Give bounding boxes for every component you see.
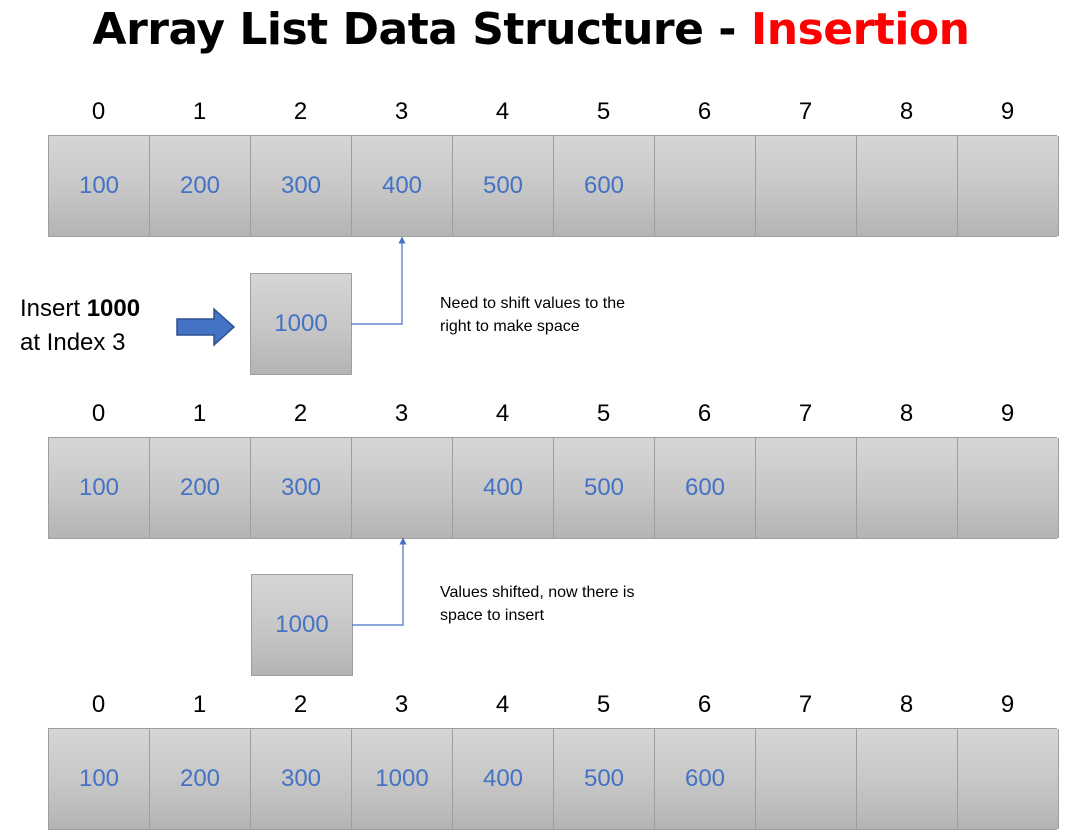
index-label: 5 <box>596 98 611 125</box>
array-cell: 500 <box>453 136 554 236</box>
index-label: 7 <box>798 400 813 427</box>
index-label: 7 <box>798 691 813 718</box>
index-label: 8 <box>899 691 914 718</box>
index-label: 4 <box>495 400 510 427</box>
array-cell: 200 <box>150 729 251 829</box>
index-label: 6 <box>697 691 712 718</box>
index-label: 7 <box>798 98 813 125</box>
index-label: 9 <box>1000 400 1015 427</box>
array-cell: 100 <box>49 136 150 236</box>
array-cell: 400 <box>453 438 554 538</box>
index-label: 3 <box>394 98 409 125</box>
array-cell <box>857 136 958 236</box>
array-cell <box>857 729 958 829</box>
array-cell: 300 <box>251 729 352 829</box>
array-cell: 600 <box>554 136 655 236</box>
index-label: 1 <box>192 400 207 427</box>
index-label: 0 <box>91 400 106 427</box>
index-label: 0 <box>91 691 106 718</box>
index-label: 8 <box>899 98 914 125</box>
insert-suffix: at Index 3 <box>20 329 126 356</box>
array-cell: 400 <box>352 136 453 236</box>
index-label: 6 <box>697 98 712 125</box>
title-main: Array List Data Structure - <box>92 4 751 55</box>
page-title: Array List Data Structure - Insertion <box>0 4 1062 55</box>
array-cell: 400 <box>453 729 554 829</box>
array-before-shift: 100 200 300 400 500 600 <box>48 135 1059 237</box>
array-cell <box>958 136 1059 236</box>
array-cell <box>958 729 1059 829</box>
index-label: 5 <box>596 691 611 718</box>
insert-prefix: Insert <box>20 295 87 322</box>
index-label: 4 <box>495 98 510 125</box>
array-cell <box>756 438 857 538</box>
array-cell <box>655 136 756 236</box>
index-label: 2 <box>293 691 308 718</box>
index-label: 9 <box>1000 691 1015 718</box>
connector-arrow-2 <box>352 537 407 626</box>
array-after-shift: 100 200 300 400 500 600 <box>48 437 1059 539</box>
array-cell: 100 <box>49 438 150 538</box>
array-cell: 300 <box>251 438 352 538</box>
index-row-3: 0 1 2 3 4 5 6 7 8 9 <box>48 688 1058 722</box>
index-label: 3 <box>394 691 409 718</box>
array-cell: 500 <box>554 438 655 538</box>
array-cell <box>958 438 1059 538</box>
title-accent: Insertion <box>750 4 970 55</box>
index-label: 2 <box>293 400 308 427</box>
array-cell: 600 <box>655 729 756 829</box>
connector-arrow-1 <box>351 236 406 325</box>
array-cell: 1000 <box>352 729 453 829</box>
index-label: 3 <box>394 400 409 427</box>
array-cell <box>857 438 958 538</box>
array-cell <box>756 729 857 829</box>
array-cell <box>352 438 453 538</box>
array-cell: 200 <box>150 136 251 236</box>
array-cell: 600 <box>655 438 756 538</box>
shift-note: Need to shift values to the right to mak… <box>440 295 625 335</box>
index-label: 4 <box>495 691 510 718</box>
index-label: 8 <box>899 400 914 427</box>
array-cell: 100 <box>49 729 150 829</box>
array-cell: 300 <box>251 136 352 236</box>
right-arrow-icon <box>176 307 236 347</box>
index-label: 5 <box>596 400 611 427</box>
index-row-1: 0 1 2 3 4 5 6 7 8 9 <box>48 95 1058 129</box>
array-cell: 500 <box>554 729 655 829</box>
new-value-box: 1000 <box>251 574 353 676</box>
array-cell <box>756 136 857 236</box>
index-label: 6 <box>697 400 712 427</box>
index-row-2: 0 1 2 3 4 5 6 7 8 9 <box>48 397 1058 431</box>
index-label: 0 <box>91 98 106 125</box>
insert-value: 1000 <box>86 295 141 322</box>
insert-instruction: Insert 1000 at Index 3 <box>20 292 140 360</box>
index-label: 9 <box>1000 98 1015 125</box>
index-label: 1 <box>192 98 207 125</box>
index-label: 1 <box>192 691 207 718</box>
index-label: 2 <box>293 98 308 125</box>
array-after-insert: 100 200 300 1000 400 500 600 <box>48 728 1059 830</box>
array-cell: 200 <box>150 438 251 538</box>
shifted-note: Values shifted, now there is space to in… <box>440 584 635 624</box>
